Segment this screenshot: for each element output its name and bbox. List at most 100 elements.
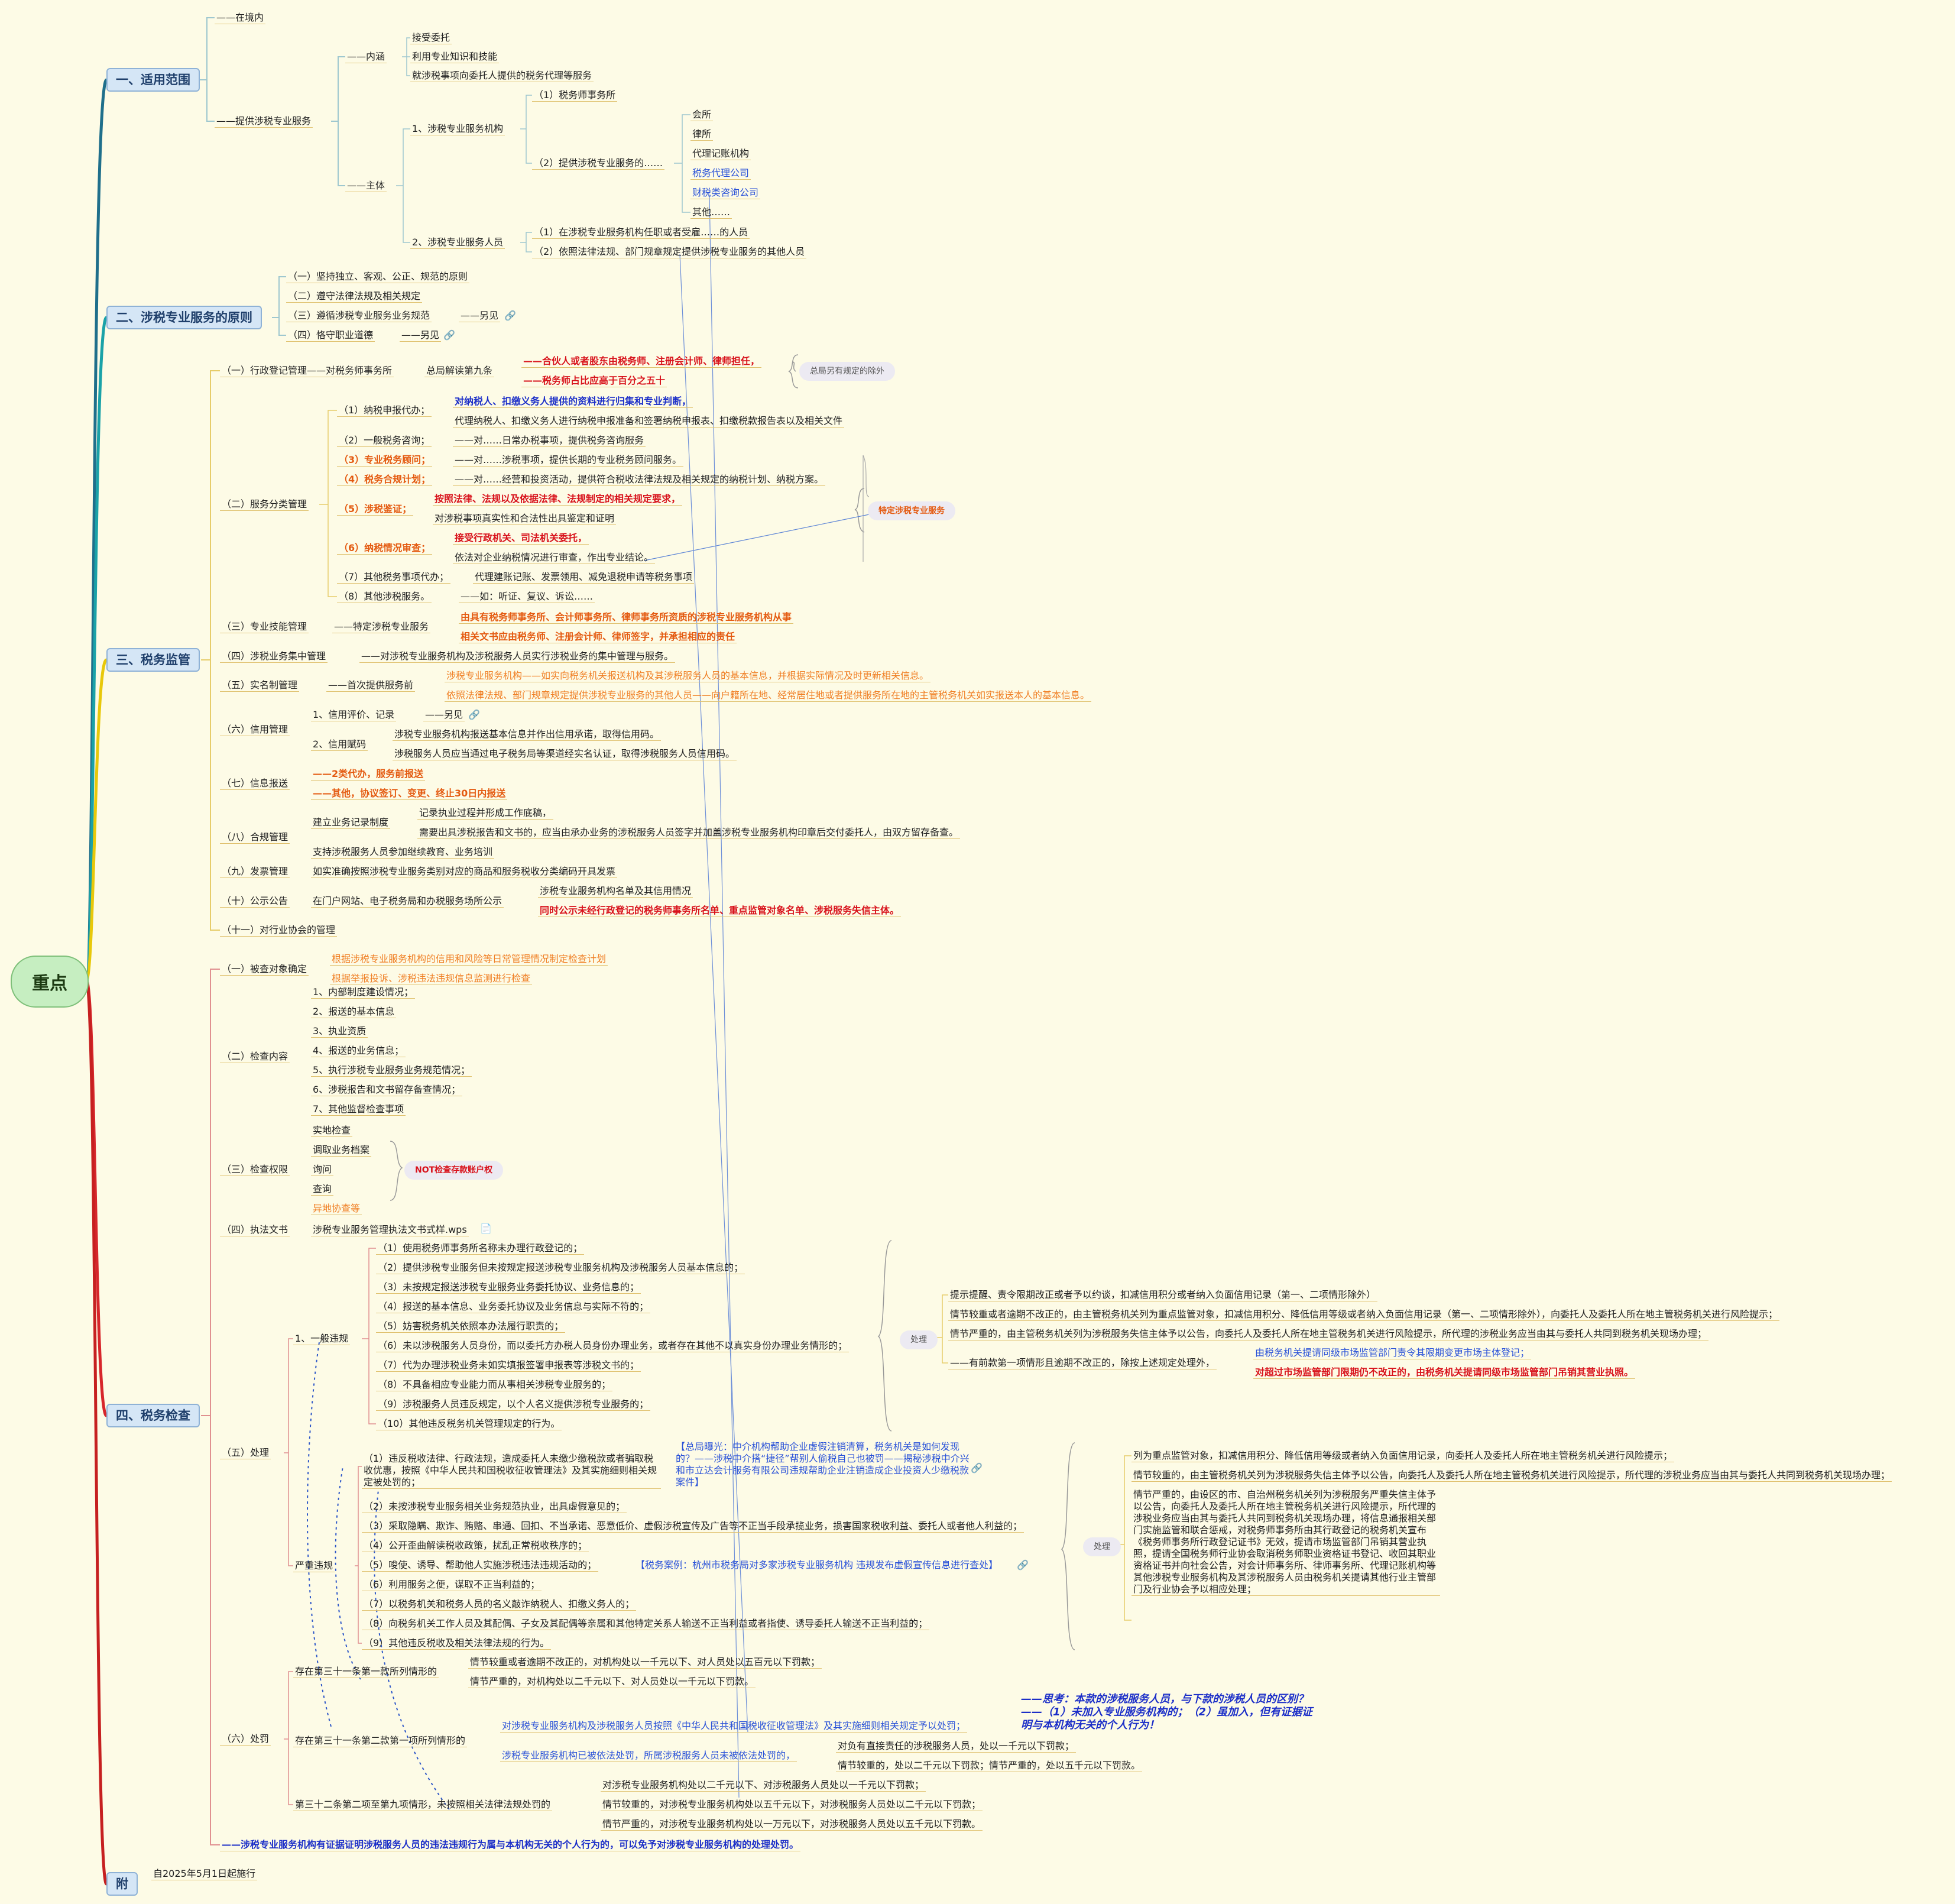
insp-c5[interactable]: （五）处理 [220, 1447, 271, 1459]
section-scope[interactable]: 一、适用范围 [106, 68, 200, 92]
org2-item-0[interactable]: 会所 [690, 109, 714, 121]
sup-a6a-ref[interactable]: ——另见 [423, 709, 465, 721]
insp-c4b[interactable]: 涉税专业服务管理执法文书式样.wps [311, 1224, 469, 1236]
scope-provide[interactable]: ——提供涉税专业服务 [215, 115, 313, 128]
pen-f2b2[interactable]: 情节较重的，处以二千元以下罚款；情节严重的，处以五千元以下罚款。 [836, 1760, 1143, 1772]
section-principles[interactable]: 二、涉税专业服务的原则 [106, 306, 262, 329]
sup-a10d[interactable]: 同时公示未经行政登记的税务师事务所名单、重点监管对象名单、涉税服务失信主体。 [538, 905, 902, 917]
c2-item-6[interactable]: 7、其他监督检查事项 [311, 1103, 406, 1116]
c3-item-2[interactable]: 询问 [311, 1164, 334, 1176]
scope-person1[interactable]: （1）在涉税专业服务机构任职或者受雇……的人员 [532, 226, 750, 239]
c2-item-1[interactable]: 2、报送的基本信息 [311, 1006, 397, 1018]
sup-a8a2[interactable]: 需要出具涉税报告和文书的，应当由承办业务的涉税服务人员签字并加盖涉税专业服务机构… [417, 827, 961, 839]
g2-item-9[interactable]: （9）其他违反税收及相关法律法规的行为。 [362, 1637, 552, 1650]
sup-a3c[interactable]: 由具有税务师事务所、会计师事务所、律师事务所资质的涉税专业服务机构从事 [459, 611, 794, 624]
c2-item-2[interactable]: 3、执业资质 [311, 1025, 368, 1038]
principle-1[interactable]: （一）坚持独立、客观、公正、规范的原则 [286, 271, 470, 283]
c3-item-1[interactable]: 调取业务档案 [311, 1144, 372, 1157]
sup-a7[interactable]: （七）信息报送 [220, 778, 290, 790]
sup-a6b1[interactable]: 涉税专业服务机构报送基本信息并作出信用承诺，取得信用码。 [393, 728, 662, 741]
svc-b6b[interactable]: 依法对企业纳税情况进行审查，作出专业结论。 [453, 552, 656, 564]
sup-a9b[interactable]: 如实准确按照涉税专业服务类别对应的商品和服务税收分类编码开具发票 [311, 866, 618, 878]
pen-f1[interactable]: 存在第三十一条第一款所列情形的 [293, 1666, 439, 1678]
sup-a3d[interactable]: 相关文书应由税务师、注册会计师、律师签字，并承担相应的责任 [459, 631, 737, 643]
g2-news-note[interactable]: 【总局曝光：中介机构帮助企业虚假注销清算，税务机关是如何发现的？——涉税中介搭“… [676, 1441, 970, 1488]
sup-a8a1[interactable]: 记录执业过程并形成工作底稿， [417, 807, 554, 820]
special-service-bubble[interactable]: 特定涉税专业服务 [868, 501, 955, 520]
insp-c3[interactable]: （三）检查权限 [220, 1164, 290, 1176]
sup-a7b[interactable]: ——其他，协议签订、变更、终止30日内报送 [311, 788, 508, 800]
pen-f1a[interactable]: 情节较重或者逾期不改正的，对机构处以一千元以下、对人员处以五百元以下罚款； [468, 1656, 822, 1669]
svc-b7[interactable]: （7）其他税务事项代办； [337, 571, 451, 584]
principle-4-ref[interactable]: ——另见 [400, 329, 442, 342]
sup-a1[interactable]: （一）行政登记管理——对税务师事务所 [220, 365, 394, 377]
c2-item-3[interactable]: 4、报送的业务信息； [311, 1045, 406, 1057]
scope-person[interactable]: 2、涉税专业服务人员 [410, 237, 505, 249]
link-icon[interactable]: 🔗 [504, 310, 516, 321]
sup-a10b[interactable]: 在门户网站、电子税务局和办税服务场所公示 [311, 895, 504, 908]
sup-a6b[interactable]: 2、信用赋码 [311, 739, 368, 751]
g1-item-7[interactable]: （8）不具备相应专业能力而从事相关涉税专业服务的； [376, 1379, 613, 1391]
pen-f3a[interactable]: 对涉税专业服务机构处以二千元以下、对涉税服务人员处以一千元以下罚款； [601, 1779, 926, 1792]
org2-item-4[interactable]: 财税类咨询公司 [690, 187, 761, 199]
sup-a7a[interactable]: ——2类代办，服务前报送 [311, 768, 426, 781]
sup-a5d[interactable]: 依照法律法规、部门规章规定提供涉税专业服务的其他人员——向户籍所在地、经常居住地… [445, 689, 1092, 702]
svc-b2a[interactable]: ——对……日常办税事项，提供税务咨询服务 [453, 435, 646, 447]
g1-process-bubble[interactable]: 处理 [900, 1330, 938, 1349]
insp-g2[interactable]: 严重违规 [293, 1560, 335, 1572]
org2-item-3[interactable]: 税务代理公司 [690, 167, 751, 180]
sup-a5c[interactable]: 涉税专业服务机构——如实向税务机关报送机构及其涉税服务人员的基本信息，并根据实际… [445, 670, 931, 682]
sup-a6a[interactable]: 1、信用评价、记录 [311, 709, 397, 721]
sup-a10[interactable]: （十）公示公告 [220, 895, 290, 908]
link-icon[interactable]: 🔗 [443, 329, 455, 341]
insp-c1a[interactable]: 根据涉税专业服务机构的信用和风险等日常管理情况制定检查计划 [330, 953, 608, 966]
svc-b5b[interactable]: 对涉税事项真实性和合法性出具鉴定和证明 [433, 513, 617, 525]
sup-a3[interactable]: （三）专业技能管理 [220, 621, 309, 633]
g1-item-5[interactable]: （6）未以涉税服务人员身份，而以委托方办税人员身份办理业务，或者存在其他不以真实… [376, 1340, 850, 1352]
pen-f3[interactable]: 第三十二条第二项至第九项情形，未按照相关法律法规处罚的 [293, 1799, 553, 1811]
principle-3[interactable]: （三）遵循涉税专业服务业务规范 [286, 310, 432, 322]
g1-item-2[interactable]: （3）未按规定报送涉税专业服务业务委托协议、业务信息的； [376, 1281, 641, 1294]
principle-2[interactable]: （二）遵守法律法规及相关规定 [286, 290, 423, 303]
org2-item-5[interactable]: 其他…… [690, 206, 732, 219]
sup-a8a[interactable]: 建立业务记录制度 [311, 817, 391, 829]
c3-item-0[interactable]: 实地检查 [311, 1125, 353, 1137]
sup-a8b[interactable]: 支持涉税服务人员参加继续教育、业务培训 [311, 846, 495, 859]
c2-item-5[interactable]: 6、涉税报告和文书留存备查情况； [311, 1084, 463, 1096]
g2-item-1[interactable]: （1）违反税收法律、行政法规，造成委托人未缴少缴税款或者骗取税收优惠，按照《中华… [362, 1453, 661, 1489]
g2-item-2[interactable]: （2）未按涉税专业服务相关业务规范执业，出具虚假意见的； [362, 1501, 627, 1513]
svc-b4a[interactable]: ——对……经营和投资活动，提供符合税收法律法规及相关规定的纳税计划、纳税方案。 [453, 474, 826, 486]
exception-bubble[interactable]: 总局另有规定的除外 [799, 362, 895, 381]
insp-c1b[interactable]: 根据举报投诉、涉税违法违规信息监测进行检查 [330, 973, 533, 985]
sup-a4b[interactable]: ——对涉税专业服务机构及涉税服务人员实行涉税业务的集中管理与服务。 [359, 650, 676, 663]
g2-case-note[interactable]: 【税务案例：杭州市税务局对多家涉税专业服务机构 违规发布虚假宣传信息进行查处】 [636, 1559, 998, 1571]
scope-org2[interactable]: （2）提供涉税专业服务的…… [532, 157, 665, 170]
c2-item-4[interactable]: 5、执行涉税专业服务业务规范情况； [311, 1064, 472, 1077]
sup-a5[interactable]: （五）实名制管理 [220, 679, 300, 692]
g1-item-6[interactable]: （7）代为办理涉税业务未如实填报签署申报表等涉税文书的； [376, 1359, 641, 1372]
sup-a2[interactable]: （二）服务分类管理 [220, 498, 309, 511]
svc-b4[interactable]: （4）税务合规计划； [337, 474, 433, 486]
section-appendix[interactable]: 附 [106, 1872, 138, 1896]
insp-c2[interactable]: （二）检查内容 [220, 1051, 290, 1063]
pen-f2-note[interactable]: ——思考：本款的涉税服务人员，与下款的涉税人员的区别？——（1）未加入专业服务机… [1021, 1693, 1313, 1731]
g2-item-6[interactable]: （6）利用服务之便，谋取不正当利益的； [362, 1579, 542, 1591]
g1-p2[interactable]: 情节较重或者逾期不改正的，由主管税务机关列为重点监管对象，扣减信用积分、降低信用… [948, 1309, 1780, 1321]
sup-a1-ratio[interactable]: ——税务师占比应高于百分之五十 [521, 375, 667, 387]
principle-4[interactable]: （四）恪守职业道德 [286, 329, 375, 342]
sup-a3b[interactable]: ——特定涉税专业服务 [332, 621, 431, 633]
g2-item-8[interactable]: （8）向税务机关工作人员及其配偶、子女及其配偶等亲属和其他特定关系人输送不正当利… [362, 1618, 930, 1630]
g1-p3[interactable]: 情节严重的，由主管税务机关列为涉税服务失信主体予以公告，向委托人及委托人所在地主… [948, 1328, 1709, 1340]
pen-f2b[interactable]: 涉税专业服务机构已被依法处罚，所属涉税服务人员未被依法处罚的， [500, 1750, 797, 1762]
svc-b1a[interactable]: 对纳税人、扣缴义务人提供的资料进行归集和专业判断， [453, 396, 693, 408]
insp-last[interactable]: ——涉税专业服务机构有证据证明涉税服务人员的违法违规行为属与本机构无关的个人行为… [220, 1839, 801, 1851]
sup-a1-ruling[interactable]: 总局解读第九条 [424, 365, 495, 377]
svc-b2[interactable]: （2）一般税务咨询； [337, 435, 432, 447]
c3-item-3[interactable]: 查询 [311, 1183, 334, 1196]
link-icon[interactable]: 🔗 [971, 1462, 983, 1474]
root-node[interactable]: 重点 [11, 956, 89, 1008]
principle-3-ref[interactable]: ——另见 [459, 310, 501, 322]
g1-p4a[interactable]: 由税务机关提请同级市场监管部门责令其限期变更市场主体登记； [1253, 1347, 1532, 1359]
sup-a11[interactable]: （十一）对行业协会的管理 [220, 924, 338, 937]
sup-a10c[interactable]: 涉税专业服务机构名单及其信用情况 [538, 885, 693, 898]
